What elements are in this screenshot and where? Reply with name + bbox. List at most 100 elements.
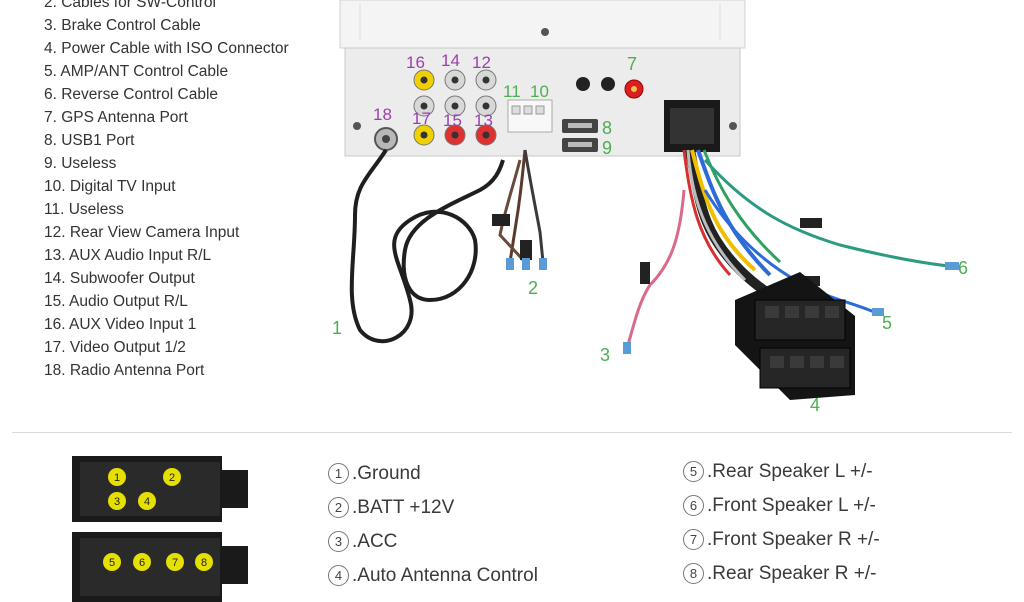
- iso-pin-6: 6: [139, 557, 145, 569]
- pin-function-label: .Ground: [352, 463, 421, 484]
- chassis-screw: [541, 28, 549, 36]
- legend-item: 9. Useless: [44, 155, 117, 172]
- port-legend: 2. Cables for SW-Control 3. Brake Contro…: [44, 0, 289, 382]
- legend-item: 12. Rear View Camera Input: [44, 224, 240, 241]
- legend-item: 17. Video Output 1/2: [44, 339, 186, 356]
- pin-number-circle: 2: [328, 497, 349, 518]
- legend-item: 7. GPS Antenna Port: [44, 109, 188, 126]
- iso-pin-2: 2: [169, 472, 175, 484]
- legend-item: 6. Reverse Control Cable: [44, 86, 219, 103]
- pin-number-circle: 4: [328, 565, 349, 586]
- iso-pin-8: 8: [201, 557, 207, 569]
- cable-5-terminal: [872, 308, 884, 316]
- callout-17: 17: [412, 109, 431, 128]
- iso-pin-diagram: 1 2 3 4 5 6 7 8: [72, 456, 248, 602]
- iso-connector: [735, 272, 855, 400]
- pin-function-item: 8.Rear Speaker R +/-: [683, 560, 880, 594]
- pin-number-circle: 8: [683, 563, 704, 584]
- legend-item: 10. Digital TV Input: [44, 178, 176, 195]
- callout-14: 14: [441, 51, 460, 70]
- chassis-screw: [729, 122, 737, 130]
- callout-13: 13: [474, 111, 493, 130]
- rca-jack-group: [413, 69, 497, 146]
- cable-2b: [523, 149, 545, 263]
- pin-number-circle: 1: [328, 463, 349, 484]
- callout-3: 3: [600, 345, 610, 365]
- cable-1: [349, 148, 505, 344]
- iso-pin-7: 7: [172, 557, 178, 569]
- callout-5: 5: [882, 313, 892, 333]
- legend-item: 15. Audio Output R/L: [44, 293, 188, 310]
- section-divider: [12, 432, 1012, 433]
- cable-2: [508, 149, 527, 263]
- pin-function-item: 6.Front Speaker L +/-: [683, 492, 880, 526]
- pin-number-circle: 3: [328, 531, 349, 552]
- connector-pin: [535, 105, 545, 115]
- harness-wire-yellow: [690, 149, 757, 272]
- iso-pin-5: 5: [109, 557, 115, 569]
- cable-3-terminal: [623, 342, 631, 354]
- cable-2-tag: [492, 214, 510, 226]
- iso-pin-dots: [103, 468, 213, 571]
- callout-4: 4: [810, 395, 820, 415]
- pin-function-item: 2.BATT +12V: [328, 494, 538, 528]
- callout-6: 6: [958, 258, 968, 278]
- legend-item: 13. AUX Audio Input R/L: [44, 247, 212, 264]
- usb-port-2-slot: [568, 142, 592, 147]
- callout-18: 18: [373, 105, 392, 124]
- callout-15: 15: [443, 111, 462, 130]
- legend-item: 14. Subwoofer Output: [44, 270, 195, 287]
- iso-socket-inner: [670, 108, 714, 144]
- legend-item: 3. Brake Control Cable: [44, 17, 201, 34]
- callout-12: 12: [472, 53, 491, 72]
- legend-item: 8. USB1 Port: [44, 132, 135, 149]
- pin-function-item: 1.Ground: [328, 460, 538, 494]
- pin-function-label: .Rear Speaker R +/-: [707, 563, 877, 584]
- pin-function-list-right: 5.Rear Speaker L +/- 6.Front Speaker L +…: [683, 458, 880, 594]
- pin-function-item: 5.Rear Speaker L +/-: [683, 458, 880, 492]
- chassis-screw: [353, 122, 361, 130]
- pin-function-label: .Rear Speaker L +/-: [707, 461, 873, 482]
- cable-2c: [498, 159, 527, 264]
- chassis-top: [339, 0, 746, 49]
- legend-item: 11. Useless: [44, 201, 124, 218]
- pin-number-circle: 5: [683, 461, 704, 482]
- harness-wire-blue: [696, 149, 772, 277]
- iso-pin-4: 4: [144, 496, 150, 508]
- panel-hole: [576, 77, 590, 91]
- pin-function-label: .ACC: [352, 531, 398, 552]
- radio-antenna-pin: [382, 135, 390, 143]
- connector-pin: [511, 105, 521, 115]
- cable-6-terminal: [945, 262, 959, 270]
- cable-3: [626, 189, 686, 346]
- legend-item: 18. Radio Antenna Port: [44, 362, 205, 379]
- legend-item: 2. Cables for SW-Control: [44, 0, 216, 11]
- pin-number-circle: 6: [683, 495, 704, 516]
- pin-function-label: .BATT +12V: [352, 497, 455, 518]
- panel-hole: [601, 77, 615, 91]
- head-unit-diagram: 16 14 12 18 17 15 13 11 10 7 8 9 1 2 3 4…: [332, 0, 968, 415]
- callout-7: 7: [627, 54, 637, 74]
- callout-16: 16: [406, 53, 425, 72]
- connector-pin: [523, 105, 533, 115]
- legend-item: 4. Power Cable with ISO Connector: [44, 40, 289, 57]
- cable-6: [703, 158, 949, 268]
- pin-function-label: .Auto Antenna Control: [352, 565, 538, 586]
- pin-function-list-left: 1.Ground 2.BATT +12V 3.ACC 4.Auto Antenn…: [328, 460, 538, 596]
- harness-wire-white: [686, 149, 747, 282]
- iso-pin-3: 3: [114, 496, 120, 508]
- pin-function-label: .Front Speaker L +/-: [707, 495, 876, 516]
- cable-2-terminal: [539, 258, 547, 270]
- callout-10: 10: [530, 82, 549, 101]
- gps-antenna-pin: [631, 86, 637, 92]
- legend-item: 5. AMP/ANT Control Cable: [44, 63, 229, 80]
- callout-2: 2: [528, 278, 538, 298]
- usb-port-1-slot: [568, 123, 592, 128]
- harness-wire-red: [682, 149, 732, 277]
- pin-function-label: .Front Speaker R +/-: [707, 529, 880, 550]
- legend-item: 16. AUX Video Input 1: [44, 316, 197, 333]
- cable-3-tag: [640, 262, 650, 284]
- digital-tv-connector: [507, 99, 553, 133]
- pin-function-item: 3.ACC: [328, 528, 538, 562]
- callout-9: 9: [602, 138, 612, 158]
